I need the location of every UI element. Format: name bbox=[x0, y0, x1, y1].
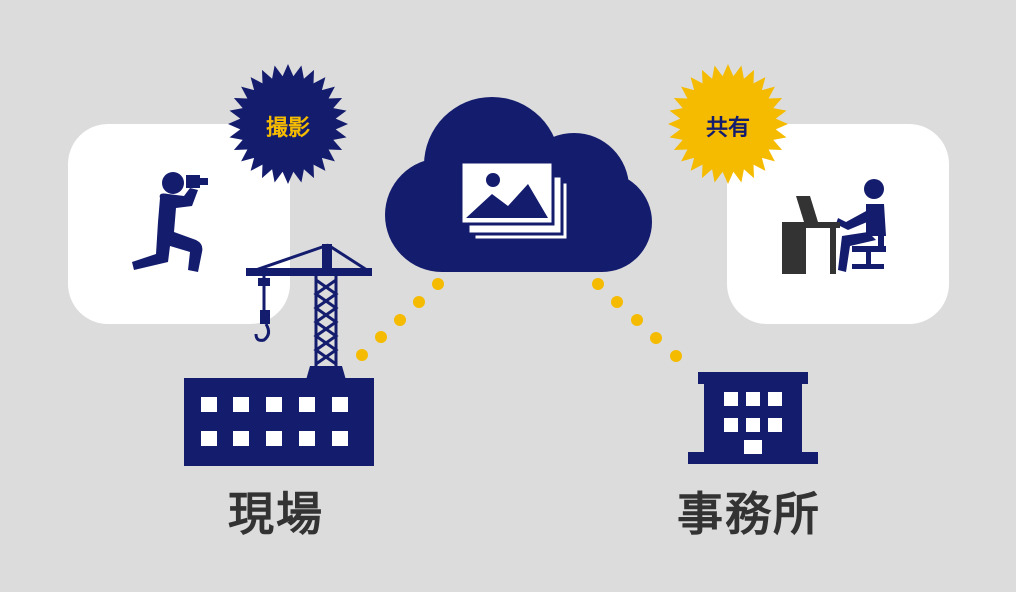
connector-right bbox=[592, 278, 682, 362]
crane-icon bbox=[246, 243, 372, 380]
photos-icon bbox=[459, 160, 570, 242]
shoot-badge-text: 撮影 bbox=[265, 116, 310, 141]
desk-icon bbox=[782, 196, 840, 274]
share-badge-text: 共有 bbox=[705, 116, 750, 141]
shoot-burst bbox=[228, 64, 348, 184]
office-building-icon bbox=[688, 372, 818, 464]
share-burst bbox=[668, 64, 788, 184]
connector-left bbox=[356, 278, 444, 361]
office-label: 事務所 bbox=[677, 487, 821, 541]
office-worker-icon bbox=[836, 179, 886, 272]
photographer-icon bbox=[132, 172, 208, 272]
left-card bbox=[68, 124, 290, 324]
building-icon bbox=[184, 378, 374, 466]
site-label: 現場 bbox=[228, 487, 324, 541]
